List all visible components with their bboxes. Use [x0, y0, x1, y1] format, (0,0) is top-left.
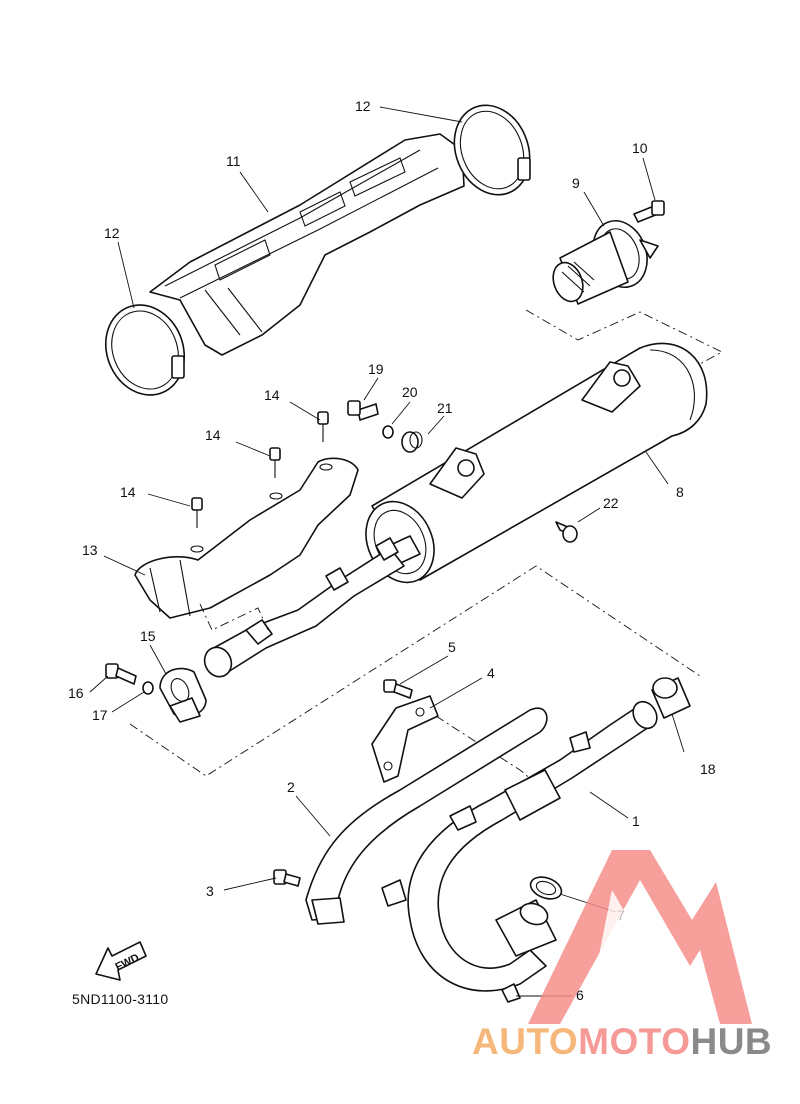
- callout-5: 5: [448, 639, 456, 655]
- watermark-logo: [528, 850, 752, 1024]
- part-2-protector: [305, 707, 548, 925]
- callout-22: 22: [603, 495, 619, 511]
- part-12-clamp-left: [104, 304, 186, 396]
- part-6-nut: [501, 983, 521, 1003]
- callout-15: 15: [140, 628, 156, 644]
- part-19-bolt: [347, 400, 379, 421]
- dash-arrester: [525, 309, 723, 365]
- fwd-arrow: FWD: [95, 941, 147, 981]
- callout-14-mid: 14: [205, 427, 221, 443]
- part-3-bolt: [273, 869, 301, 887]
- exhaust-flange: [495, 899, 557, 957]
- part-8-muffler: [365, 342, 708, 584]
- callout-6: 6: [576, 987, 584, 1003]
- part-17-washer: [142, 681, 154, 695]
- part-9-spark-arrester: [552, 220, 659, 305]
- callout-19: 19: [368, 361, 384, 377]
- watermark-part-hub: HUB: [690, 1021, 772, 1062]
- muffler-inlet-pipe: [203, 537, 405, 678]
- callout-12-left: 12: [104, 225, 120, 241]
- callout-14-top: 14: [264, 387, 280, 403]
- callout-10: 10: [632, 140, 648, 156]
- part-21-grommet: [401, 431, 423, 453]
- part-1-exhaust-pipe: [407, 700, 658, 992]
- part-18-sleeve: [651, 677, 691, 719]
- callout-11: 11: [226, 153, 241, 169]
- callout-18: 18: [700, 761, 716, 777]
- callout-16: 16: [68, 685, 84, 701]
- part-14-bolts: [191, 411, 329, 528]
- callout-17: 17: [92, 707, 108, 723]
- part-15-joint: [159, 667, 207, 723]
- watermark-text: AUTOMOTOHUB: [472, 1021, 772, 1062]
- callout-2: 2: [287, 779, 295, 795]
- part-4-bracket: [371, 695, 439, 783]
- callout-1: 1: [632, 813, 640, 829]
- part-16-bolt: [105, 663, 137, 685]
- part-13-protector: [134, 457, 359, 619]
- part-10-bolt: [633, 200, 665, 223]
- part-11-protector: [149, 133, 465, 356]
- callout-14-low: 14: [120, 484, 136, 500]
- watermark-part-moto: MOTO: [578, 1021, 690, 1062]
- watermark-part-auto: AUTO: [472, 1021, 578, 1062]
- part-12-clamp-right: [453, 104, 531, 196]
- callout-3: 3: [206, 883, 214, 899]
- callout-9: 9: [572, 175, 580, 191]
- callout-4: 4: [487, 665, 495, 681]
- part-20-washer: [382, 425, 394, 439]
- callout-8: 8: [676, 484, 684, 500]
- part-7-gasket: [529, 876, 563, 900]
- dash-joint: [129, 565, 701, 777]
- diagram-code: 5ND1100-3110: [72, 991, 168, 1007]
- callout-12-right: 12: [355, 98, 371, 114]
- part-5-bolt: [383, 679, 413, 699]
- callout-20: 20: [402, 384, 418, 400]
- part-22-collar: [555, 521, 578, 543]
- dash-protector: [199, 603, 269, 631]
- callout-13: 13: [82, 542, 98, 558]
- callout-21: 21: [437, 400, 453, 416]
